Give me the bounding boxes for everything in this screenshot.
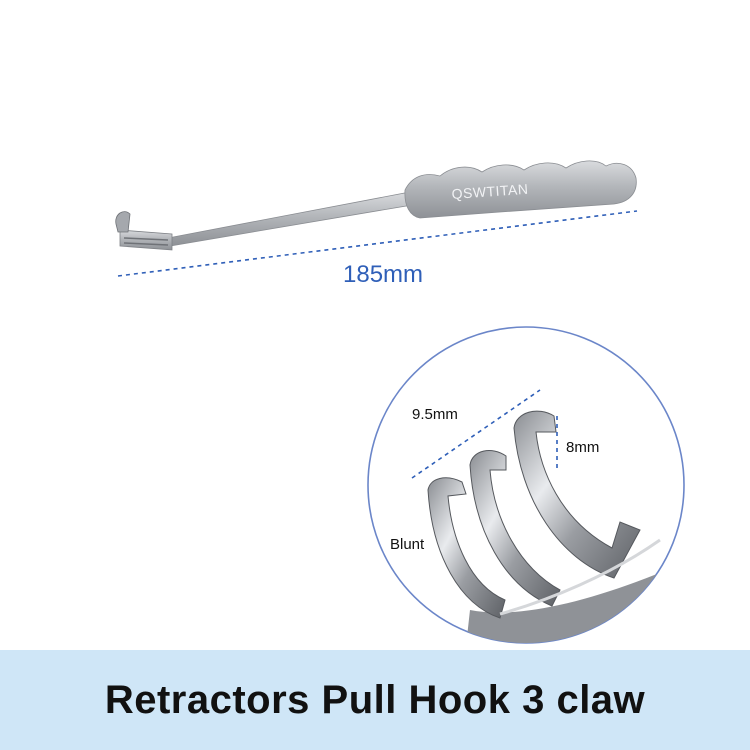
claw-body (460, 560, 684, 643)
claw-prong-2 (469, 450, 561, 607)
claw-detail-zoom: 9.5mm 8mm Blunt (367, 326, 685, 644)
brand-engraving: QSWTITAN (451, 181, 529, 202)
tip-label: Blunt (390, 536, 425, 553)
depth-label: 8mm (566, 439, 599, 456)
claw-prong-1 (427, 477, 506, 619)
claw-prong-3 (513, 410, 641, 579)
retractor-handle (404, 160, 637, 219)
width-dimension-line (411, 389, 541, 479)
length-label: 185mm (343, 261, 423, 288)
retractor-shaft (167, 191, 413, 247)
product-title: Retractors Pull Hook 3 claw (104, 677, 646, 722)
retractor-instrument: QSWTITAN (115, 160, 637, 251)
width-label: 9.5mm (412, 406, 458, 423)
caption-bar: Retractors Pull Hook 3 claw (0, 650, 750, 750)
retractor-claw-tips (115, 211, 131, 233)
length-dimension-line (117, 210, 638, 277)
